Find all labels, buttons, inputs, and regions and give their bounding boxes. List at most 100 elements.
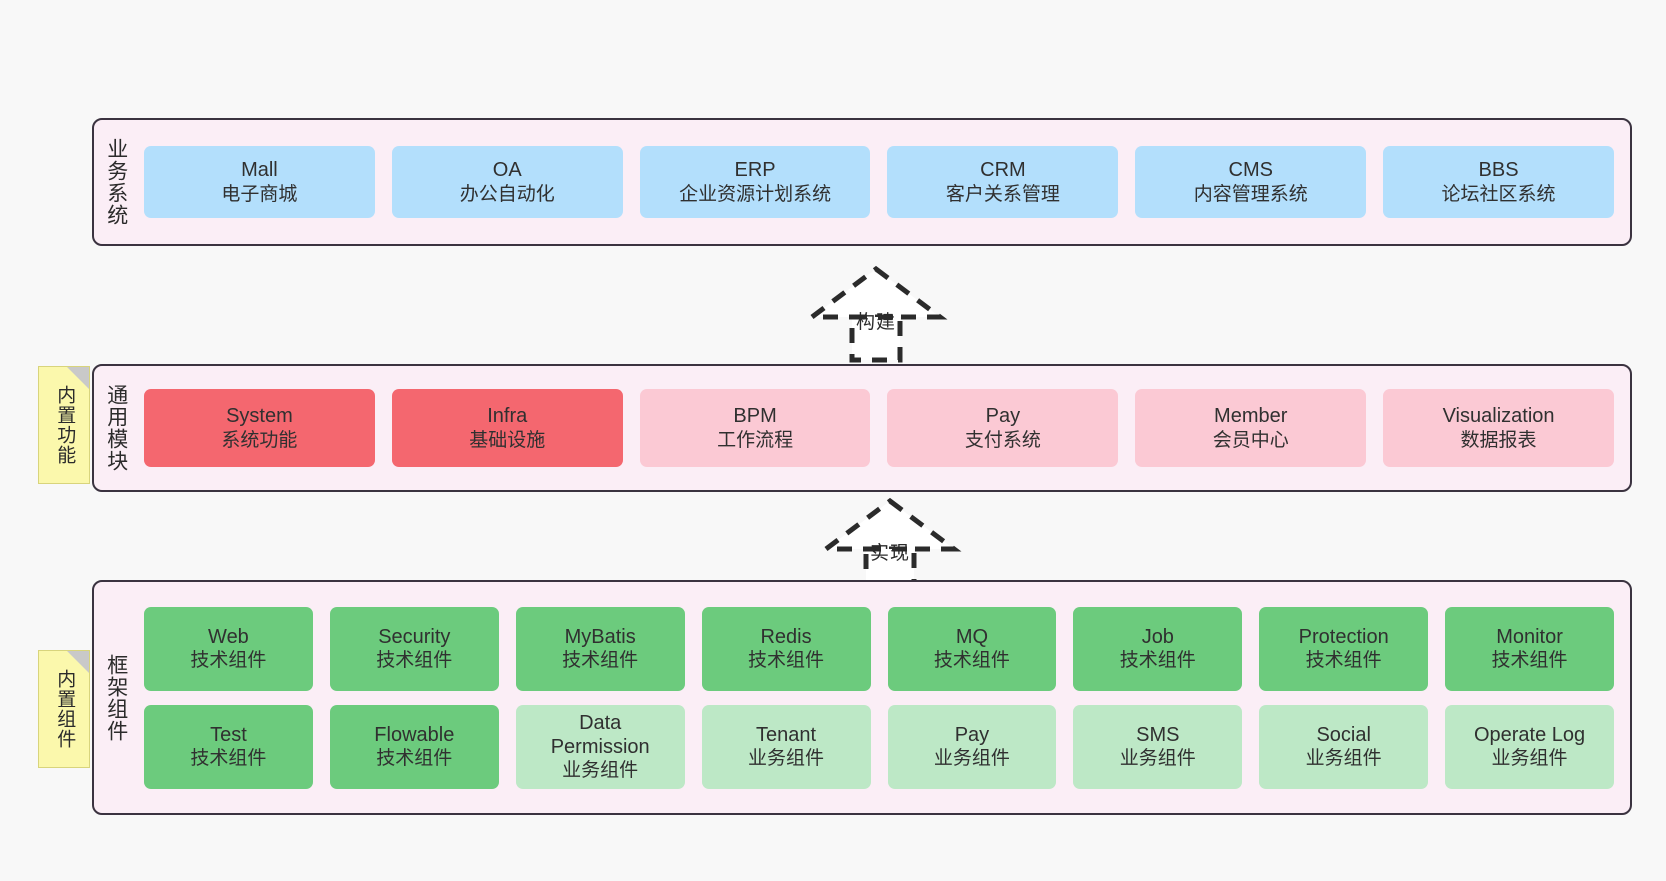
card-cms[interactable]: CMS 内容管理系统 [1135, 146, 1367, 218]
card-redis[interactable]: Redis 技术组件 [701, 606, 871, 691]
card-title-en: BPM [733, 405, 777, 428]
card-member[interactable]: Member 会员中心 [1135, 389, 1367, 467]
card-title-cn: 系统功能 [221, 429, 298, 451]
card-tenant[interactable]: Tenant 业务组件 [701, 704, 871, 789]
card-title-cn: 技术组件 [1491, 650, 1568, 672]
card-security[interactable]: Security 技术组件 [329, 606, 499, 691]
card-title-en: System [226, 405, 293, 428]
card-title-cn: 业务组件 [933, 748, 1010, 770]
layer-title-framework-component: 框架组件 [104, 653, 128, 742]
card-bpm[interactable]: BPM 工作流程 [639, 389, 871, 467]
card-mq[interactable]: MQ 技术组件 [887, 606, 1057, 691]
card-title-en: Operate Log [1473, 723, 1586, 746]
card-title-cn: 技术组件 [190, 748, 267, 770]
arrow-label-implement: 实现 [869, 543, 910, 564]
layer-title-common-module: 通用模块 [104, 384, 128, 472]
card-title-en: Monitor [1496, 625, 1563, 648]
card-crm[interactable]: CRM 客户关系管理 [887, 146, 1119, 218]
card-test[interactable]: Test 技术组件 [144, 704, 313, 789]
card-title-en: Protection [1298, 625, 1389, 648]
arrow-implement: 实现 [810, 497, 970, 592]
layer-title-business-system: 业务系统 [104, 138, 128, 226]
card-flowable[interactable]: Flowable 技术组件 [329, 704, 499, 789]
card-title-en: Pay [954, 723, 990, 746]
layer-business-system: 业务系统 Mall 电子商城 OA 办公自动化 ERP 企业资源计划系统 CRM… [92, 118, 1632, 246]
card-title-cn: 支付系统 [964, 429, 1041, 451]
card-title-cn: 论坛社区系统 [1441, 183, 1556, 205]
card-title-en: Job [1141, 625, 1174, 648]
card-title-cn: 技术组件 [376, 748, 453, 770]
card-title-en: MQ [955, 625, 989, 648]
card-title-en: Social [1316, 723, 1371, 746]
card-title-cn: 技术组件 [1119, 650, 1196, 672]
layer-framework-component: 框架组件 Web 技术组件 Security 技术组件 MyBatis 技术组件… [92, 580, 1632, 815]
card-operate-log[interactable]: Operate Log 业务组件 [1445, 704, 1614, 789]
card-data-permission[interactable]: Data Permission 业务组件 [515, 704, 685, 789]
note-label: 内置功能 [54, 385, 76, 465]
card-title-en: Tenant [756, 723, 817, 746]
card-monitor[interactable]: Monitor 技术组件 [1445, 606, 1614, 691]
card-title-en: Member [1214, 405, 1288, 428]
card-title-en: Mall [241, 159, 278, 182]
card-title-cn: 业务组件 [1305, 748, 1382, 770]
card-title-en: Security [378, 625, 451, 648]
arrow-shaft [849, 314, 903, 363]
layer-body-framework-component: Web 技术组件 Security 技术组件 MyBatis 技术组件 Redi… [138, 582, 1630, 813]
card-title-cn: 客户关系管理 [945, 183, 1060, 205]
card-title-cn: 电子商城 [221, 183, 298, 205]
card-title-cn: 工作流程 [717, 429, 794, 451]
note-label: 内置组件 [54, 669, 76, 749]
card-bbs[interactable]: BBS 论坛社区系统 [1383, 146, 1614, 218]
layer-common-module: 通用模块 System 系统功能 Infra 基础设施 BPM 工作流程 Pay… [92, 364, 1632, 492]
card-title-en: Visualization [1442, 405, 1555, 428]
arrow-build: 构建 [796, 265, 956, 363]
layer-body-common-module: System 系统功能 Infra 基础设施 BPM 工作流程 Pay 支付系统… [138, 366, 1630, 490]
card-mybatis[interactable]: MyBatis 技术组件 [515, 606, 685, 691]
card-oa[interactable]: OA 办公自动化 [391, 146, 623, 218]
card-title-en: Infra [487, 405, 528, 428]
card-mall[interactable]: Mall 电子商城 [144, 146, 375, 218]
card-row: System 系统功能 Infra 基础设施 BPM 工作流程 Pay 支付系统… [144, 389, 1614, 467]
card-title-en: BBS [1478, 159, 1519, 182]
card-title-en: ERP [734, 159, 776, 182]
card-title-cn: 会员中心 [1212, 429, 1289, 451]
card-title-cn: 技术组件 [562, 650, 639, 672]
card-title-cn: 业务组件 [748, 748, 825, 770]
layer-body-business-system: Mall 电子商城 OA 办公自动化 ERP 企业资源计划系统 CRM 客户关系… [138, 120, 1630, 244]
card-title-cn: 业务组件 [1119, 748, 1196, 770]
card-row: Web 技术组件 Security 技术组件 MyBatis 技术组件 Redi… [144, 606, 1614, 691]
card-title-en: OA [492, 159, 522, 182]
card-title-cn: 技术组件 [933, 650, 1010, 672]
card-title-en: CMS [1228, 159, 1273, 182]
card-title-cn: 企业资源计划系统 [679, 183, 832, 205]
card-title-cn: 业务组件 [562, 760, 639, 782]
card-visualization[interactable]: Visualization 数据报表 [1383, 389, 1614, 467]
card-pay[interactable]: Pay 支付系统 [887, 389, 1119, 467]
card-sms[interactable]: SMS 业务组件 [1073, 704, 1243, 789]
card-row: Test 技术组件 Flowable 技术组件 Data Permission … [144, 704, 1614, 789]
card-title-en: Web [208, 625, 249, 648]
card-title-en: Flowable [374, 723, 455, 746]
card-pay-component[interactable]: Pay 业务组件 [887, 704, 1057, 789]
card-erp[interactable]: ERP 企业资源计划系统 [639, 146, 871, 218]
card-job[interactable]: Job 技术组件 [1073, 606, 1243, 691]
card-social[interactable]: Social 业务组件 [1259, 704, 1429, 789]
card-title-cn: 基础设施 [469, 429, 546, 451]
card-web[interactable]: Web 技术组件 [144, 606, 313, 691]
card-title-cn: 技术组件 [748, 650, 825, 672]
card-title-cn: 业务组件 [1491, 748, 1568, 770]
card-infra[interactable]: Infra 基础设施 [391, 389, 623, 467]
card-title-en: MyBatis [564, 625, 636, 648]
arrow-label-build: 构建 [855, 312, 896, 333]
card-title-en: CRM [980, 159, 1026, 182]
card-title-cn: 技术组件 [376, 650, 453, 672]
card-title-en: Redis [760, 625, 812, 648]
card-title-cn: 数据报表 [1460, 429, 1537, 451]
card-protection[interactable]: Protection 技术组件 [1259, 606, 1429, 691]
note-builtin-component: 内置组件 [38, 650, 90, 768]
card-system[interactable]: System 系统功能 [144, 389, 375, 467]
card-title-en: Data Permission [550, 711, 650, 758]
card-title-cn: 办公自动化 [459, 183, 555, 205]
card-title-en: SMS [1136, 723, 1180, 746]
card-row: Mall 电子商城 OA 办公自动化 ERP 企业资源计划系统 CRM 客户关系… [144, 146, 1614, 218]
